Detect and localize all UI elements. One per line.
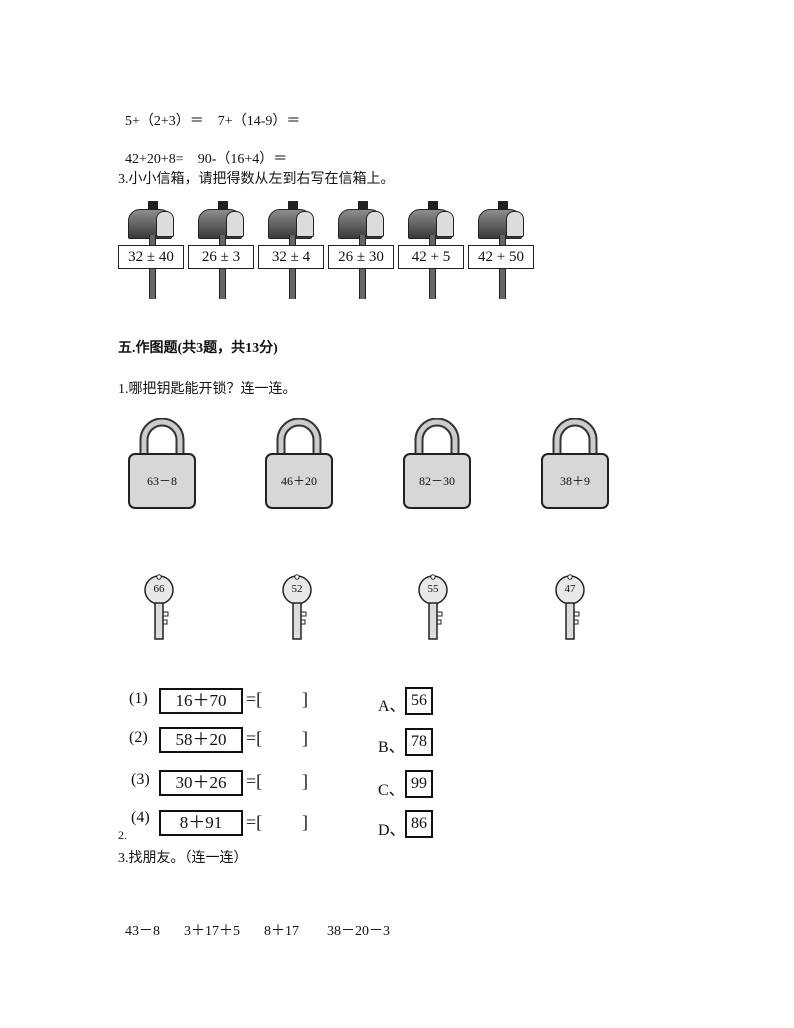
padlock[interactable]: 82－30 (402, 418, 472, 510)
friend-expr[interactable]: 38－20－3 (327, 924, 390, 939)
key[interactable]: 52 (282, 572, 312, 642)
padlock[interactable]: 63－8 (127, 418, 197, 510)
close-bracket: ] (302, 771, 308, 791)
friend-expr[interactable]: 8＋17 (264, 924, 299, 939)
expression-box: 8＋91 (159, 810, 243, 836)
option-letter: D、 (378, 822, 406, 839)
option-answer[interactable]: 86 (405, 810, 433, 838)
padlock-icon (265, 418, 333, 509)
option-letter: C、 (378, 782, 405, 799)
equals-bracket: =[ (246, 689, 263, 709)
padlock-icon (403, 418, 471, 509)
lock-label: 46＋20 (280, 474, 317, 488)
mailbox: 42 + 5 (398, 201, 468, 301)
option-answer[interactable]: 56 (405, 687, 433, 715)
row-number: (2) (129, 729, 148, 746)
friend-expr[interactable]: 43－8 (125, 924, 160, 939)
option-answer[interactable]: 99 (405, 770, 433, 798)
mailbox-sign[interactable]: 42 + 50 (468, 245, 534, 269)
key[interactable]: 55 (418, 572, 448, 642)
padlock[interactable]: 46＋20 (264, 418, 334, 510)
mailbox-sign[interactable]: 32 ± 4 (258, 245, 324, 269)
friend-expressions: 43－8 3＋17＋5 8＋17 38－20－3 (118, 904, 390, 940)
answer-slot[interactable] (270, 688, 296, 712)
key-label: 52 (291, 583, 303, 595)
equals-bracket: =[ (246, 812, 263, 832)
calc-expr: 90-（16+4）＝ (197, 152, 288, 167)
mailbox-sign[interactable]: 32 ± 40 (118, 245, 184, 269)
equals-bracket: =[ (246, 728, 263, 748)
calc-expr: 5+（2+3）＝ (125, 114, 204, 129)
calc-line-1: 5+（2+3）＝ 7+（14-9）＝ (118, 94, 300, 130)
answer-slot[interactable] (270, 770, 296, 794)
key[interactable]: 47 (555, 572, 585, 642)
calc-expr: 7+（14-9）＝ (217, 114, 301, 129)
equals-bracket: =[ (246, 771, 263, 791)
key-icon (418, 574, 448, 640)
option-letter: A、 (378, 698, 406, 715)
key-label: 55 (427, 583, 439, 595)
key[interactable]: 66 (144, 572, 174, 642)
padlock-icon (541, 418, 609, 509)
mailbox: 42 + 50 (468, 201, 538, 301)
question-2-label: 2. (118, 828, 127, 842)
close-bracket: ] (302, 812, 308, 832)
expression-box: 58＋20 (159, 727, 243, 753)
mailbox-sign[interactable]: 42 + 5 (398, 245, 464, 269)
close-bracket: ] (302, 689, 308, 709)
mailbox: 32 ± 4 (258, 201, 328, 301)
key-label: 66 (153, 583, 165, 595)
question-3b-title: 3.找朋友。（连一连） (118, 851, 248, 866)
padlock-icon (128, 418, 196, 509)
row-number: (3) (131, 771, 150, 788)
option-letter: B、 (378, 739, 405, 756)
calc-line-2: 42+20+8= 90-（16+4）＝ (118, 132, 287, 168)
key-icon (144, 574, 174, 640)
answer-slot[interactable] (270, 810, 296, 834)
row-number: (4) (131, 809, 150, 826)
mailbox-sign[interactable]: 26 ± 3 (188, 245, 254, 269)
row-number: (1) (129, 690, 148, 707)
friend-expr[interactable]: 3＋17＋5 (184, 924, 240, 939)
question-3-title: 3.小小信箱，请把得数从左到右写在信箱上。 (118, 172, 395, 187)
expression-box: 30＋26 (159, 770, 243, 796)
question-1-title: 1.哪把钥匙能开锁？连一连。 (118, 382, 297, 397)
lock-label: 82－30 (418, 474, 455, 488)
option-answer[interactable]: 78 (405, 728, 433, 756)
mailbox: 26 ± 3 (188, 201, 258, 301)
mailbox: 32 ± 40 (118, 201, 188, 301)
mailbox: 26 ± 30 (328, 201, 398, 301)
key-icon (555, 574, 585, 640)
key-label: 47 (564, 583, 576, 595)
key-icon (282, 574, 312, 640)
close-bracket: ] (302, 728, 308, 748)
answer-slot[interactable] (270, 727, 296, 751)
section-5-title: 五.作图题(共3题，共13分) (118, 341, 278, 356)
expression-box: 16＋70 (159, 688, 243, 714)
lock-label: 63－8 (146, 474, 177, 488)
lock-label: 38＋9 (559, 474, 590, 488)
mailbox-sign[interactable]: 26 ± 30 (328, 245, 394, 269)
padlock[interactable]: 38＋9 (540, 418, 610, 510)
calc-expr: 42+20+8= (125, 152, 184, 167)
